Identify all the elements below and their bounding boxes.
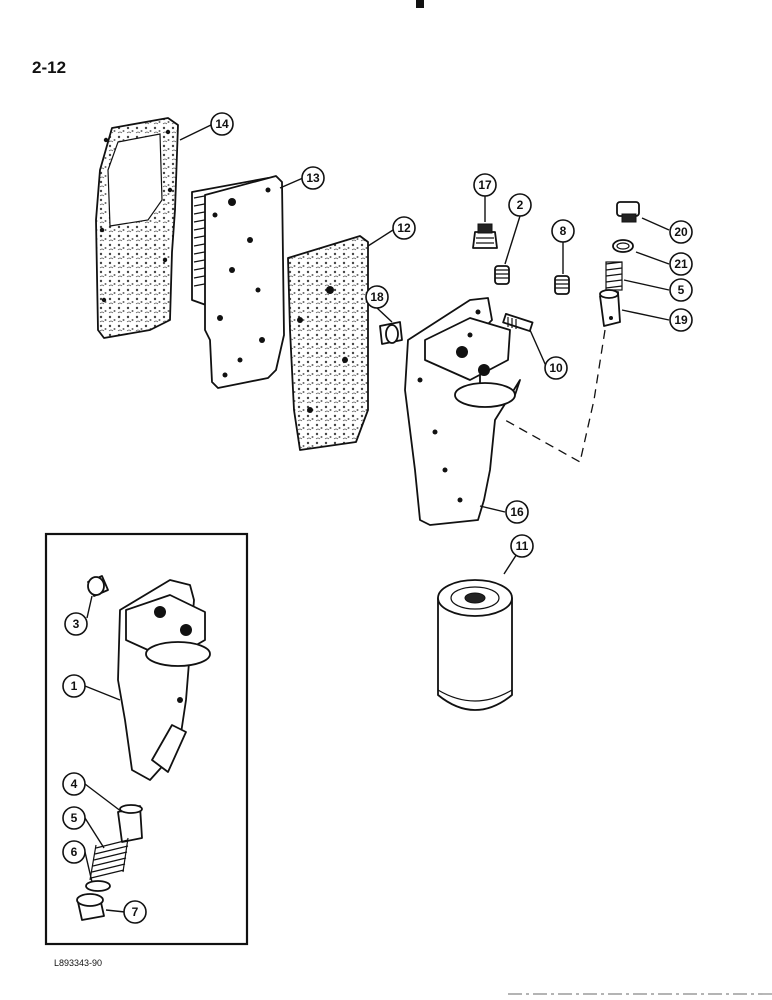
svg-text:8: 8 [560, 224, 567, 238]
svg-text:4: 4 [71, 777, 78, 791]
callout-21: 21 [669, 252, 693, 276]
oil-filter-11 [437, 579, 513, 711]
plug-3 [87, 575, 109, 597]
valve-19 [599, 289, 621, 327]
callout-10: 10 [544, 356, 568, 380]
svg-text:19: 19 [674, 313, 688, 327]
washer-6 [85, 880, 111, 892]
svg-text:7: 7 [132, 905, 139, 919]
svg-text:5: 5 [678, 283, 685, 297]
oil-cooler-13 [191, 175, 285, 389]
callout-5-inset: 5 [62, 806, 86, 830]
callout-7: 7 [123, 900, 147, 924]
spring-2 [494, 265, 510, 285]
assembly-path-line [504, 329, 606, 463]
callout-17: 17 [473, 173, 497, 197]
bolt-10 [502, 312, 534, 332]
callout-13: 13 [301, 166, 325, 190]
svg-text:14: 14 [215, 117, 229, 131]
gasket-12 [287, 235, 369, 451]
svg-text:12: 12 [397, 221, 411, 235]
callout-5-top: 5 [669, 278, 693, 302]
page-number: 2-12 [32, 58, 67, 77]
spring-8 [554, 275, 570, 295]
filter-head-16 [404, 297, 521, 526]
callout-6: 6 [62, 840, 86, 864]
valve-4 [117, 804, 143, 843]
callout-2: 2 [508, 193, 532, 217]
plug-20 [616, 201, 640, 223]
svg-text:17: 17 [478, 178, 492, 192]
callout-11: 11 [510, 534, 534, 558]
filter-head-1 [117, 579, 211, 781]
inset-box [44, 532, 249, 946]
svg-text:16: 16 [510, 505, 524, 519]
callout-14: 14 [210, 112, 234, 136]
svg-text:2: 2 [517, 198, 524, 212]
callout-12: 12 [392, 216, 416, 240]
callout-1: 1 [62, 674, 86, 698]
svg-text:18: 18 [370, 290, 384, 304]
plug-7 [76, 893, 105, 921]
svg-text:21: 21 [674, 257, 688, 271]
callout-8: 8 [551, 219, 575, 243]
svg-text:3: 3 [73, 617, 80, 631]
svg-text:11: 11 [516, 539, 529, 553]
svg-text:6: 6 [71, 845, 78, 859]
leader-lines [84, 123, 670, 913]
svg-text:20: 20 [674, 225, 688, 239]
seal-ring-21 [612, 239, 634, 253]
callout-3: 3 [64, 612, 88, 636]
fitting-17 [472, 223, 498, 249]
callout-18: 18 [365, 285, 389, 309]
callout-20: 20 [669, 220, 693, 244]
gasket-14 [95, 117, 179, 339]
svg-text:13: 13 [306, 171, 320, 185]
callout-19: 19 [669, 308, 693, 332]
top-edge-mark [416, 0, 424, 8]
callout-4: 4 [62, 772, 86, 796]
figure-id: L893343-90 [54, 958, 103, 968]
spring-5-top [605, 261, 623, 291]
spring-5-inset [89, 837, 129, 881]
svg-text:5: 5 [71, 811, 78, 825]
callout-16: 16 [505, 500, 529, 524]
svg-text:1: 1 [71, 679, 78, 693]
svg-text:10: 10 [549, 361, 563, 375]
plug-18 [379, 321, 403, 345]
